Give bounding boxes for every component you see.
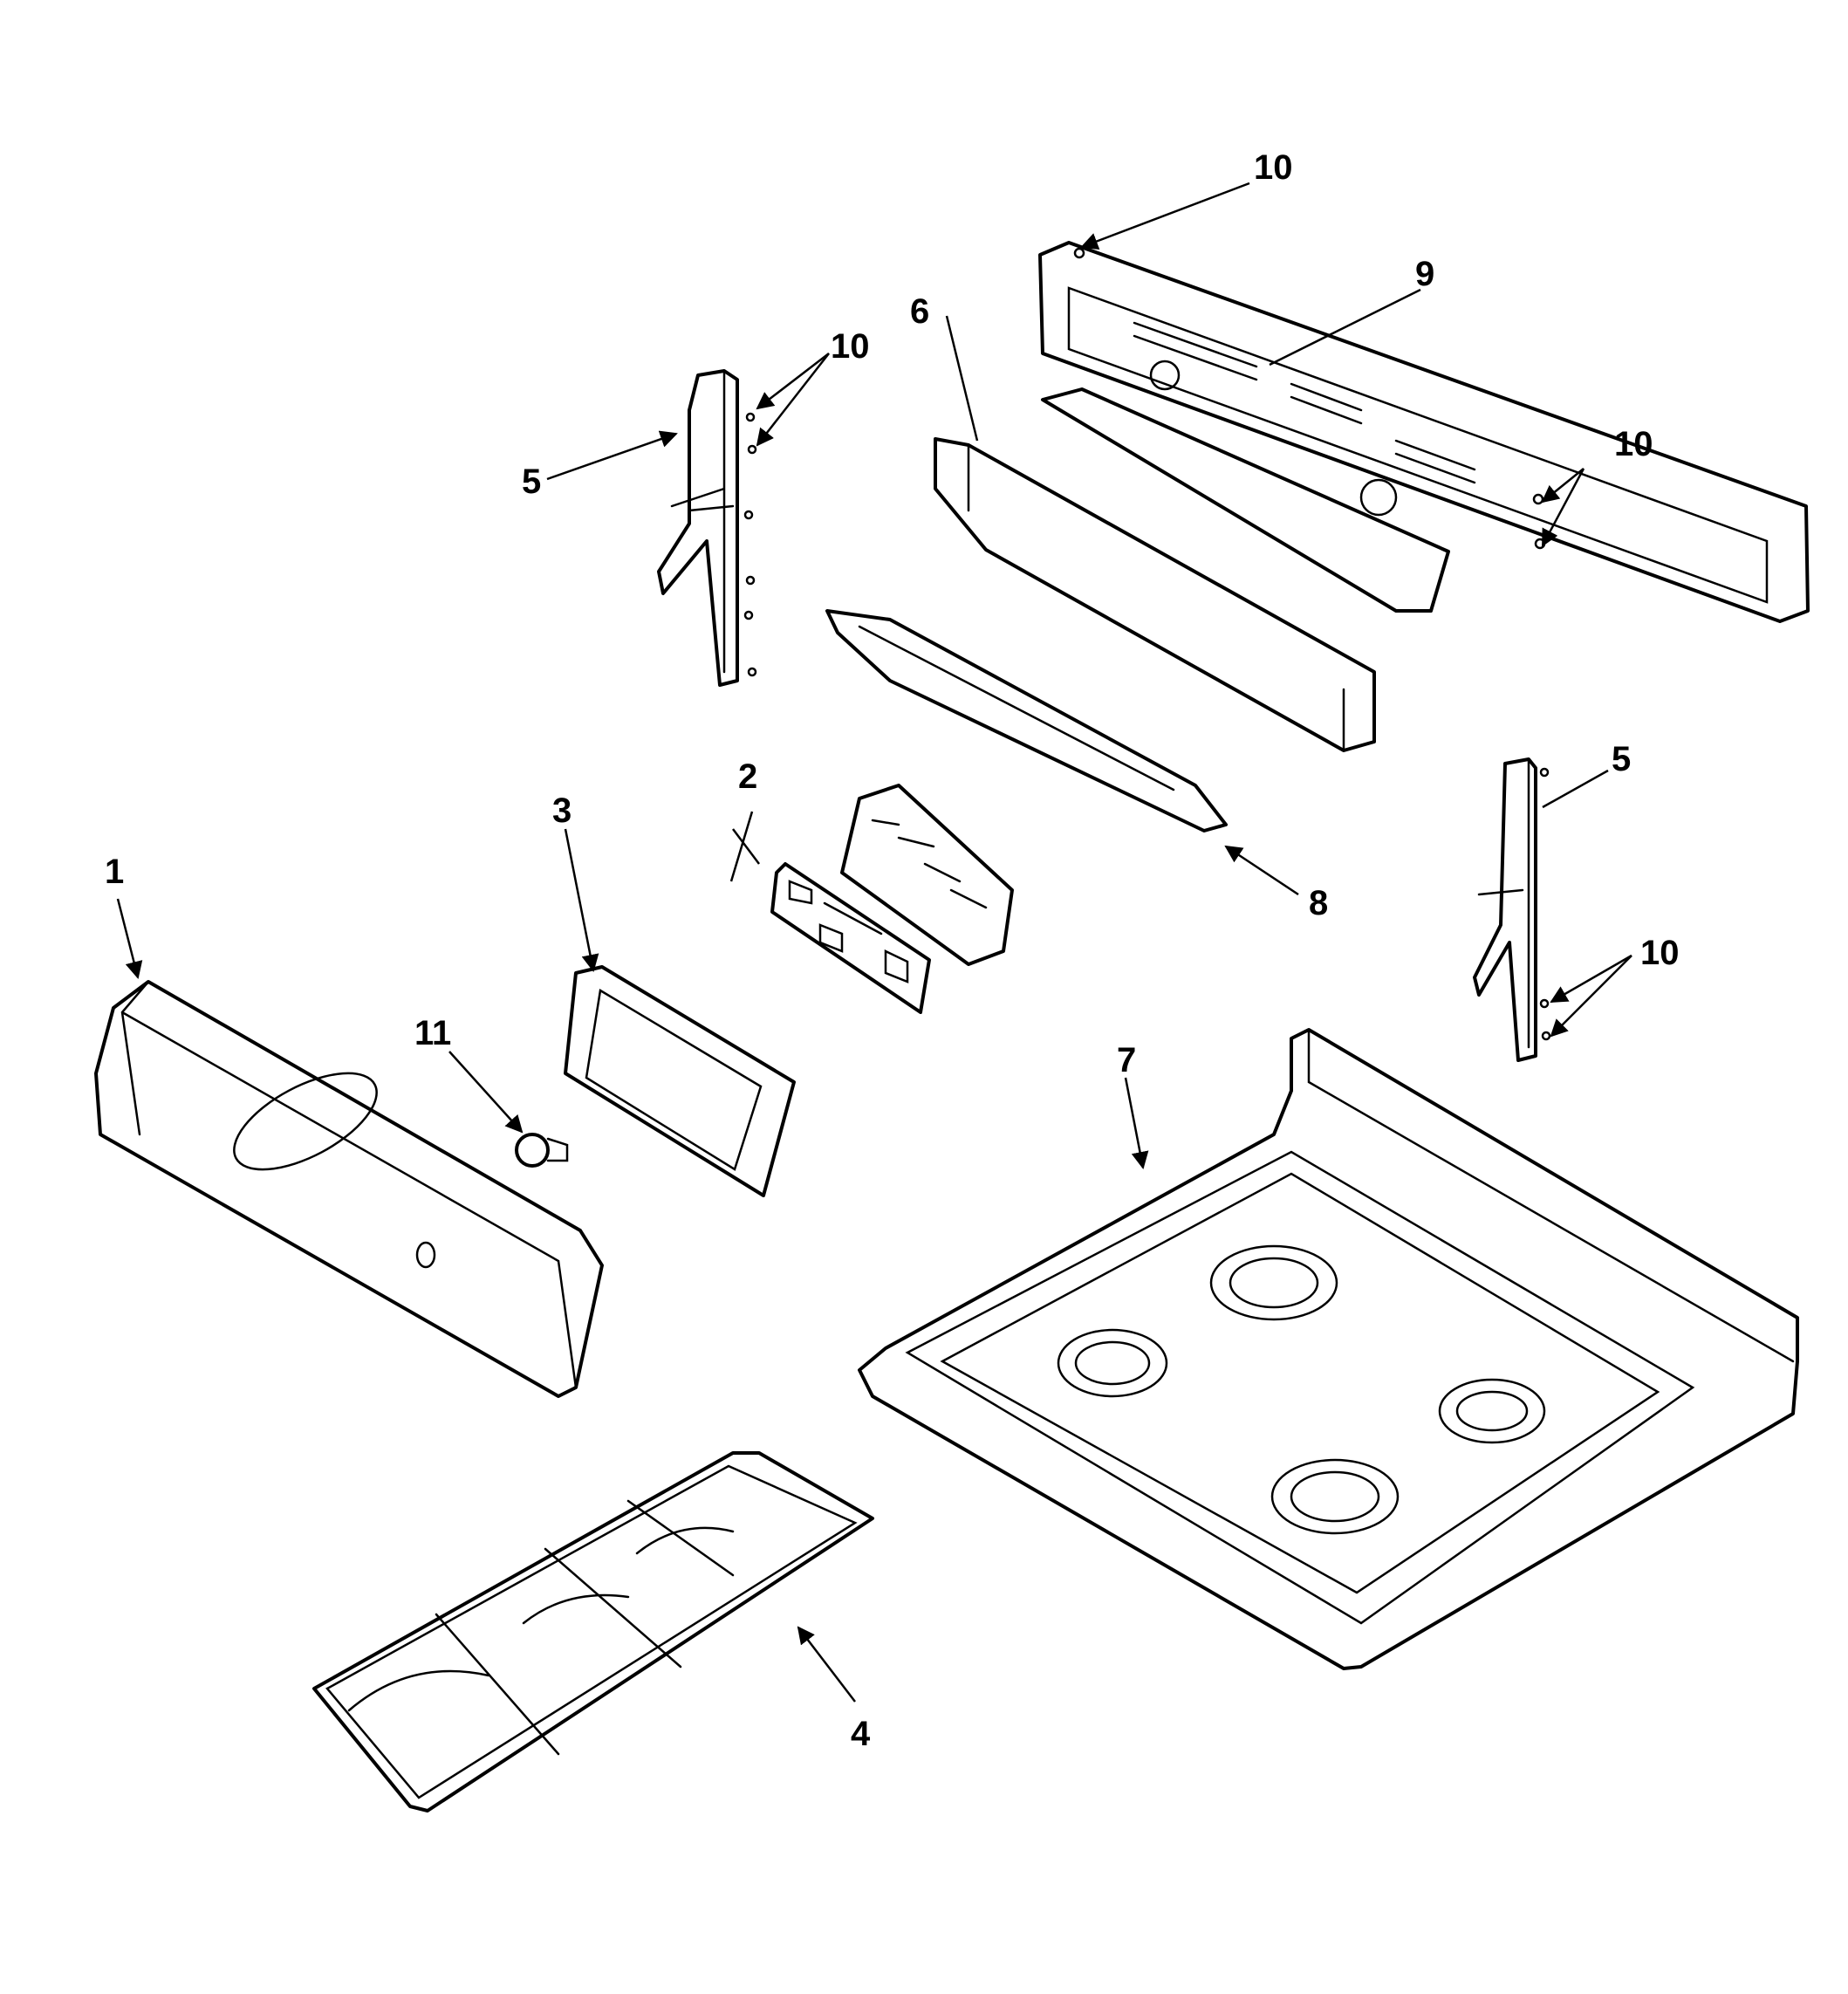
callout-4: 4: [851, 1715, 871, 1753]
callout-6: 6: [910, 292, 929, 331]
part-8-trim-strip: [825, 609, 1228, 833]
callout-8: 8: [1309, 884, 1328, 922]
part-5-side-bracket-left: [657, 369, 739, 687]
callout-3: 3: [552, 791, 572, 830]
callout-11: 11: [414, 1014, 451, 1052]
part-6-back-trim: [934, 437, 1376, 752]
part-4-drip-grate: [312, 1451, 874, 1812]
callout-2: 2: [738, 757, 757, 796]
callout-1: 1: [105, 853, 124, 891]
part-9-rear-panel: [1038, 241, 1810, 623]
part-1-control-panel: [94, 980, 604, 1398]
part-5-side-bracket-right: [1473, 757, 1537, 1062]
part-7-cooktop: [858, 1028, 1799, 1670]
callout-9: 9: [1415, 255, 1434, 293]
callout-10-right-bottom: 10: [1640, 934, 1680, 972]
part-3-display-window: [564, 965, 796, 1197]
callout-5-right: 5: [1612, 740, 1631, 778]
screws-group: [743, 247, 1551, 1041]
callout-5-left: 5: [522, 463, 541, 501]
callout-labels: 10 9 6 10 5 10 5 2 3 1 8 10 11 7 4: [105, 148, 1680, 1753]
leader-lines: [116, 182, 1632, 1703]
callout-7: 7: [1117, 1041, 1136, 1079]
callout-10-top: 10: [1254, 148, 1293, 187]
callout-10-left: 10: [831, 327, 870, 366]
part-2-electronic-control: [770, 784, 1014, 1014]
part-11-knob: [515, 1133, 569, 1168]
callout-10-right-top: 10: [1614, 425, 1653, 463]
